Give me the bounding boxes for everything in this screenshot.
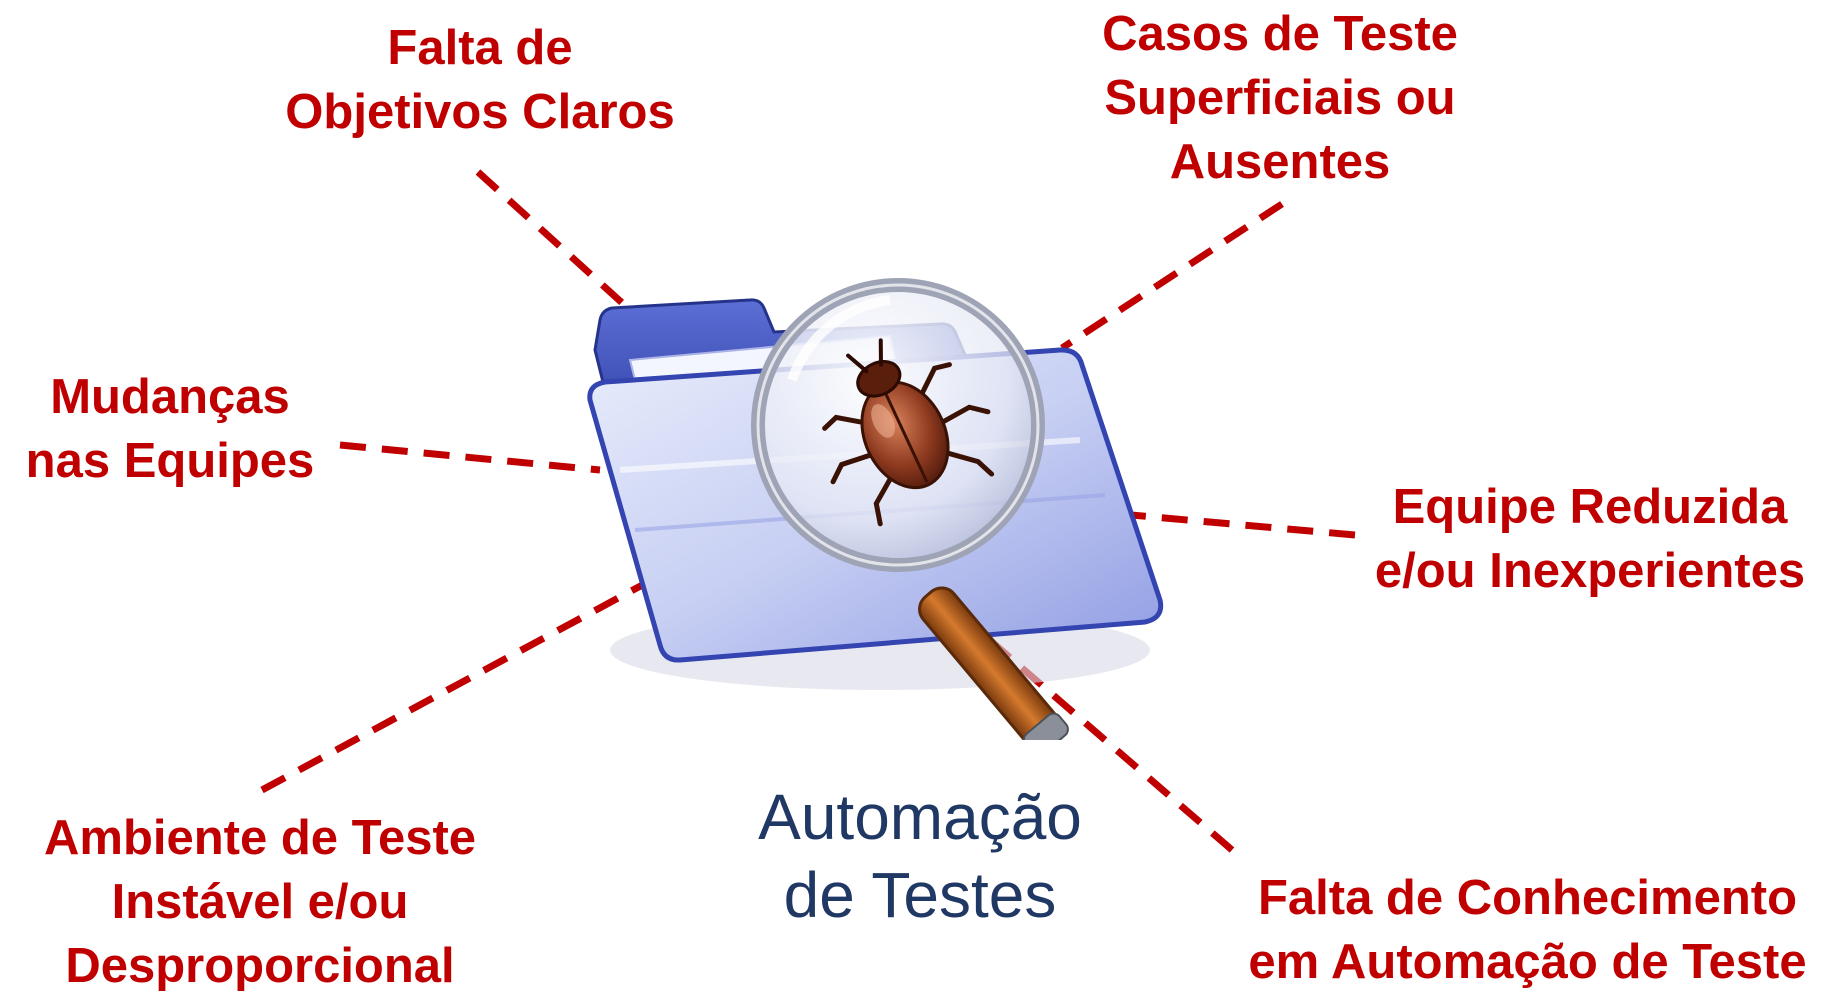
callout-line: Equipe Reduzida (1392, 480, 1788, 534)
connector-ambiente (260, 558, 687, 794)
callout-line: Ambiente de Teste (43, 811, 477, 865)
callout-line: Ausentes (1169, 135, 1391, 189)
callout-conhecimento: Falta de Conhecimento em Automação de Te… (1215, 866, 1840, 991)
bug-icon (822, 338, 995, 527)
callout-mudancas: Mudanças nas Equipes (0, 365, 340, 493)
center-caption-line: de Testes (783, 859, 1057, 931)
callout-casos: Casos de Teste Superficiais ou Ausentes (1060, 2, 1500, 194)
callout-line: Casos de Teste (1102, 7, 1458, 61)
callout-objetivos: Falta de Objetivos Claros (250, 16, 710, 144)
center-caption: Automação de Testes (700, 778, 1140, 934)
connector-casos (1060, 201, 1284, 351)
callout-equipe: Equipe Reduzida e/ou Inexperientes (1340, 475, 1840, 603)
callout-line: Desproporcional (65, 939, 455, 991)
center-caption-line: Automação (758, 781, 1082, 853)
callout-line: Superficiais ou (1104, 71, 1456, 125)
connector-mudancas (339, 441, 601, 474)
callout-line: Mudanças (50, 370, 290, 424)
callout-line: Falta de Conhecimento (1257, 871, 1798, 925)
callout-line: e/ou Inexperientes (1374, 544, 1806, 598)
callout-ambiente: Ambiente de Teste Instável e/ou Despropo… (0, 806, 520, 991)
folder-magnifier-bug-icon (587, 278, 1164, 740)
callout-line: Objetivos Claros (285, 85, 675, 139)
callout-line: Instável e/ou (111, 875, 409, 929)
callout-line: em Automação de Teste (1248, 935, 1807, 989)
callout-line: Falta de (387, 21, 573, 75)
callout-line: nas Equipes (25, 434, 315, 488)
